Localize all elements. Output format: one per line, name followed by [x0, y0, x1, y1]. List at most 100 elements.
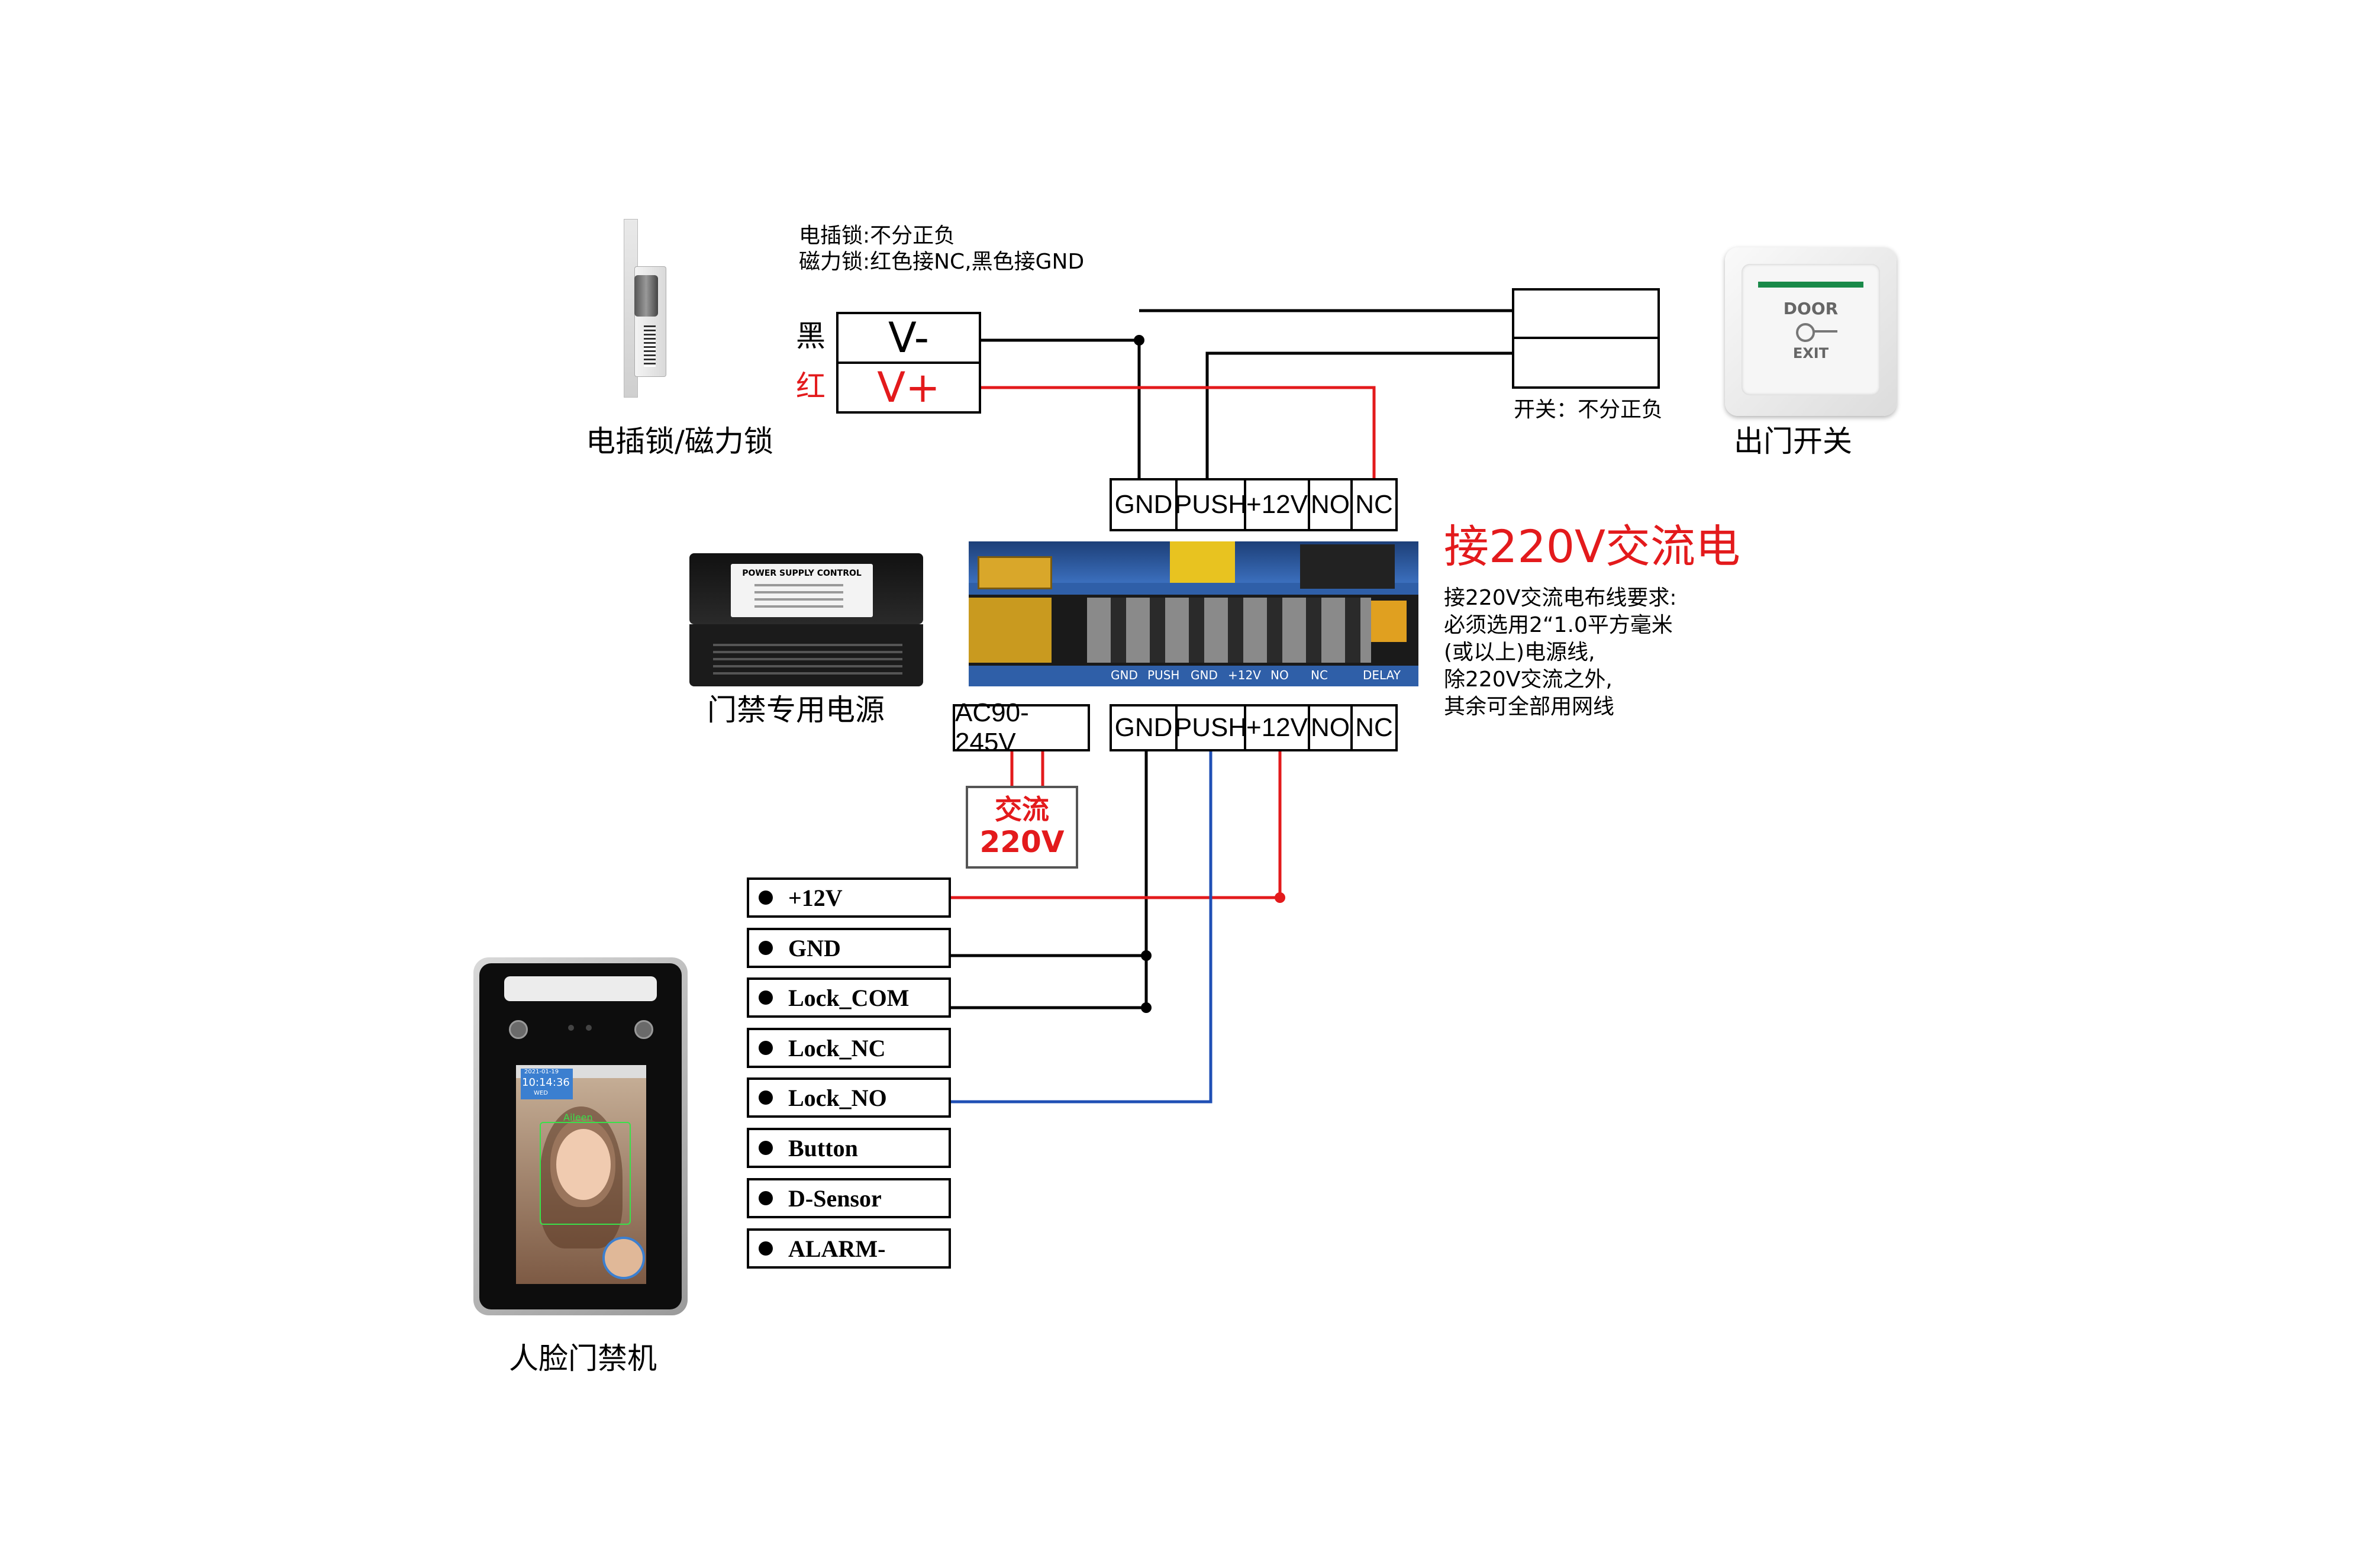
terminal-text: +12V [1246, 713, 1308, 742]
v-plus-terminal: V+ [836, 362, 981, 414]
black-wire-label: 黑 [796, 319, 825, 353]
pin-lock-no: Lock_NO [747, 1077, 951, 1118]
pin-label: +12V [788, 884, 843, 911]
bottom-terminal-gnd: GND [1110, 704, 1178, 751]
pin-label: Button [788, 1134, 858, 1162]
wire-switch-b [1205, 351, 1512, 479]
exit-switch-note: 开关：不分正负 [1514, 398, 1663, 422]
pin-label: Lock_NO [788, 1084, 887, 1111]
pin-dot [759, 1090, 773, 1105]
pin-gnd: GND [747, 928, 951, 968]
pin-12v: +12V [747, 877, 951, 918]
pin-label: D-Sensor [788, 1185, 882, 1212]
junction-dot [1134, 335, 1144, 346]
ac-note-line: 必须选用2“1.0平方毫米 [1444, 613, 1673, 637]
v-plus-text: V+ [877, 363, 940, 412]
pin-dot [759, 991, 773, 1005]
pin-dot [759, 1241, 773, 1256]
top-terminal-nc: NC [1350, 478, 1398, 531]
ac-line2: 220V [979, 824, 1065, 859]
board-label-delay: DELAY [1363, 668, 1401, 682]
pin-dot [759, 1041, 773, 1055]
pin-alarm: ALARM- [747, 1228, 951, 1269]
electric-lock-image [615, 219, 669, 398]
bottom-terminal-12v: +12V [1244, 704, 1310, 751]
board-label-push: PUSH [1147, 668, 1180, 682]
pin-dot [759, 1141, 773, 1155]
lock-note-line1: 电插锁:不分正负 [799, 224, 956, 248]
wire-lock-plus [979, 386, 1376, 479]
power-supply-title: POWER SUPPLY CONTROL [742, 569, 862, 578]
terminal-text: GND [1114, 713, 1173, 742]
terminal-text: PUSH [1174, 490, 1247, 519]
board-label-gnd2: GND [1191, 668, 1218, 682]
junction-dot [1141, 950, 1152, 961]
power-supply-label: 门禁专用电源 [707, 693, 885, 727]
exit-switch-terminals [1512, 288, 1660, 389]
screen-name: Aileen [563, 1112, 593, 1123]
ac-terminal: AC90-245V [953, 698, 1090, 757]
bottom-terminal-no: NO [1308, 704, 1353, 751]
junction-dot [1275, 892, 1285, 903]
terminal-text: GND [1114, 490, 1173, 519]
terminal-text: NO [1311, 713, 1350, 742]
exit-text: EXIT [1792, 345, 1829, 362]
ac-note-line: 其余可全部用网线 [1444, 695, 1615, 719]
board-label-nc: NC [1311, 668, 1328, 682]
lock-label: 电插锁/磁力锁 [586, 424, 773, 459]
pin-dot [759, 1191, 773, 1205]
v-minus-text: V- [888, 314, 930, 362]
ac-note-line: 接220V交流电布线要求: [1444, 586, 1677, 610]
terminal-text: PUSH [1174, 713, 1247, 742]
v-minus-terminal: V- [836, 312, 981, 364]
terminal-text: AC90-245V [955, 698, 1029, 757]
ac-note-lines: 接220V交流电布线要求: 必须选用2“1.0平方毫米 (或以上)电源线, 除2… [1444, 586, 1676, 722]
pin-label: ALARM- [788, 1235, 886, 1262]
red-wire-label: 红 [796, 369, 825, 404]
exit-switch-label: 出门开关 [1734, 424, 1852, 459]
ac-note-line: (或以上)电源线, [1444, 640, 1595, 664]
terminal-text: NC [1355, 713, 1393, 742]
pin-label: GND [788, 934, 841, 962]
power-board-image: GND PUSH GND +12V NO NC DELAY [969, 541, 1418, 686]
screen-day: WED [534, 1090, 548, 1096]
pin-lock-com: Lock_COM [747, 977, 951, 1018]
face-screen: 2021-01-19 10:14:36 WED Aileen [516, 1065, 646, 1284]
top-terminal-no: NO [1308, 478, 1353, 531]
key-icon [1796, 323, 1815, 342]
top-terminal-gnd: GND [1110, 478, 1178, 531]
power-supply-image: POWER SUPPLY CONTROL [689, 553, 923, 686]
lock-note-line2: 磁力锁:红色接NC,黑色接GND [799, 250, 1085, 274]
pin-label: Lock_NC [788, 1034, 886, 1062]
pin-dot [759, 941, 773, 955]
pin-dot [759, 891, 773, 905]
pin-d-sensor: D-Sensor [747, 1178, 951, 1218]
terminal-text: NO [1311, 490, 1350, 519]
junction-dot [1141, 1002, 1152, 1013]
pin-label: Lock_COM [788, 984, 910, 1011]
ac-note-line: 除220V交流之外, [1444, 667, 1613, 692]
terminal-text: +12V [1246, 490, 1308, 519]
ac-input-box: 交流 220V [966, 786, 1078, 869]
face-terminal-label: 人脸门禁机 [509, 1341, 657, 1376]
top-terminal-push: PUSH [1174, 478, 1247, 531]
pin-lock-nc: Lock_NC [747, 1028, 951, 1068]
ac-line1: 交流 [995, 793, 1049, 825]
board-label-no: NO [1270, 668, 1289, 682]
bottom-terminal-push: PUSH [1174, 704, 1247, 751]
ac-note-title: 接220V交流电 [1444, 520, 1741, 573]
terminal-text: NC [1355, 490, 1393, 519]
pin-button: Button [747, 1128, 951, 1168]
screen-date: 2021-01-19 [524, 1069, 559, 1075]
wire-lock-minus [979, 338, 1141, 479]
face-terminal-image: 2021-01-19 10:14:36 WED Aileen [473, 957, 688, 1315]
top-terminal-12v: +12V [1244, 478, 1310, 531]
wire-push-no [950, 750, 1212, 1104]
screen-time: 10:14:36 [522, 1076, 570, 1089]
door-text: DOOR [1783, 299, 1839, 318]
board-label-gnd: GND [1111, 668, 1138, 682]
exit-button-image: DOOR EXIT [1725, 247, 1897, 416]
board-label-12v: +12V [1228, 668, 1261, 682]
bottom-terminal-nc: NC [1350, 704, 1398, 751]
